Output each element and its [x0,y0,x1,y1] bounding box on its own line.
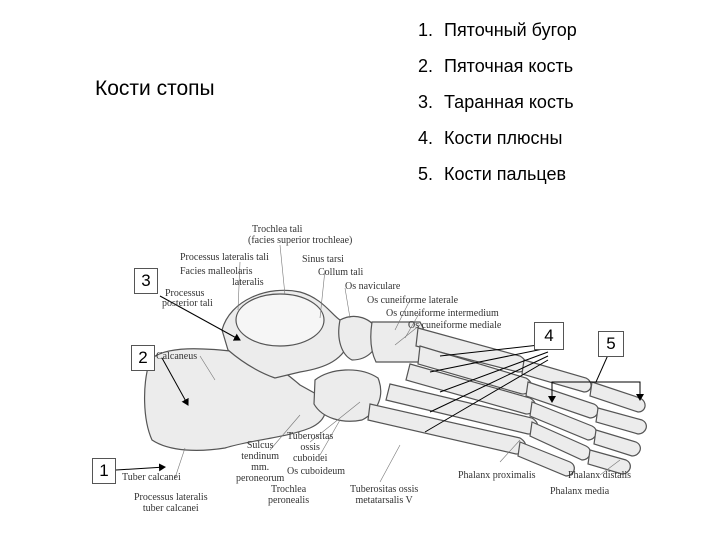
label-tuberositas-metatarsalis: Tuberositas ossis metatarsalis V [350,484,418,506]
marker-4: 4 [534,322,564,350]
label-tuberositas-ossis-cuboidei: Tuberositas ossis cuboidei [287,431,333,464]
label-os-cuneiforme-laterale: Os cuneiforme laterale [367,295,458,306]
label-processus-lateralis-tuber: Processus lateralis tuber calcanei [134,492,208,514]
talar-trochlea [236,294,324,346]
label-phalanx-distalis: Phalanx distalis [568,470,631,481]
marker-5: 5 [598,331,624,357]
marker-3: 3 [134,268,158,294]
label-trochlea-peronealis: Trochlea peronealis [268,484,309,506]
marker-2: 2 [131,345,155,371]
label-lateralis: lateralis [232,277,264,288]
label-os-naviculare: Os naviculare [345,281,400,292]
label-facies-superior: (facies superior trochleae) [248,235,352,246]
label-processus-lateralis-tali: Processus lateralis tali [180,252,269,263]
label-calcaneus: Calcaneus [156,351,197,362]
label-phalanx-media: Phalanx media [550,486,609,497]
label-sinus-tarsi: Sinus tarsi [302,254,344,265]
label-collum-tali: Collum tali [318,267,363,278]
label-os-cuneiforme-intermedium: Os cuneiforme intermedium [386,308,499,319]
label-os-cuboideum: Os cuboideum [287,466,345,477]
label-phalanx-proximalis: Phalanx proximalis [458,470,536,481]
label-os-cuneiforme-mediale: Os cuneiforme mediale [408,320,501,331]
phalanx-bone [594,430,640,456]
label-trochlea-tali: Trochlea tali [252,224,302,235]
label-tuber-calcanei: Tuber calcanei [122,472,181,483]
label-facies-malleolaris: Facies malleolaris [180,266,252,277]
label-sulcus-tendinum: Sulcus tendinum mm. peroneorum [236,440,284,484]
marker-1: 1 [92,458,116,484]
label-posterior-tali: posterior tali [162,298,213,309]
